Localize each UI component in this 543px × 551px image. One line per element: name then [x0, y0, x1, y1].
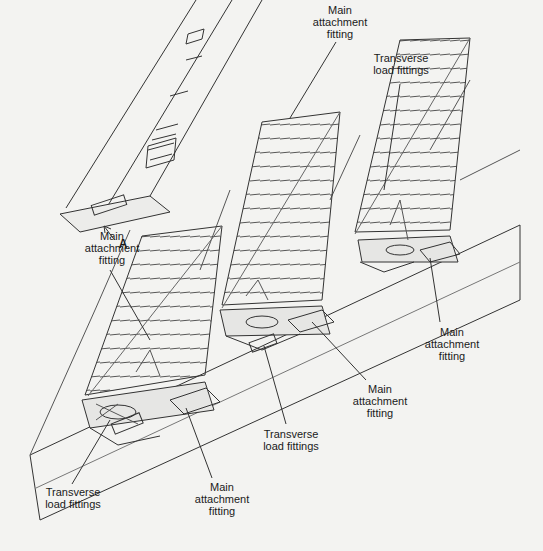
part-label: Main attachment fitting — [80, 230, 144, 266]
part-label: Transverse load fittings — [44, 486, 102, 510]
part-label: Transverse load fittings — [262, 428, 320, 452]
part-label: Main attachment fitting — [308, 4, 372, 40]
part-label: Main attachment fitting — [190, 481, 254, 517]
part-label: Main attachment fitting — [348, 383, 412, 419]
view-letter: A — [116, 238, 130, 250]
part-label: Main attachment fitting — [420, 326, 484, 362]
part-label: Transverse load fittings — [368, 52, 434, 76]
